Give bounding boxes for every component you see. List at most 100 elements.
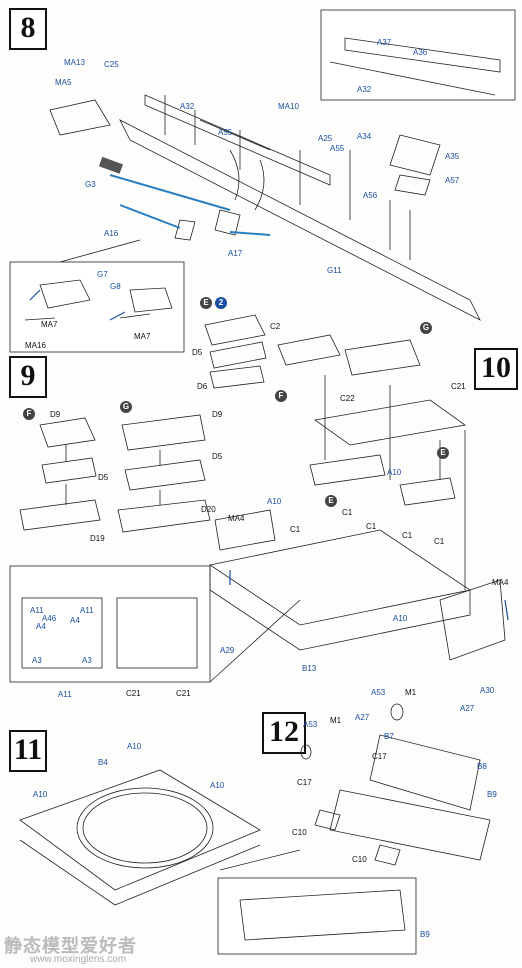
label-a3b: A3: [82, 656, 92, 665]
variant-badge-f-10: F: [275, 390, 287, 402]
label-ma7b: MA7: [134, 332, 151, 341]
label-ma7: MA7: [41, 320, 58, 329]
label-ma16: MA16: [25, 341, 46, 350]
turret-ring: [76, 787, 214, 869]
label-a17: A17: [228, 249, 243, 258]
label-m1: M1: [405, 688, 417, 697]
label-a10-11c: A10: [210, 781, 225, 790]
label-d9: D9: [50, 410, 61, 419]
label-g11: G11: [327, 266, 342, 275]
label-a30: A30: [480, 686, 495, 695]
variant-badge-e: E: [200, 297, 212, 309]
step-number-12: 12: [262, 712, 306, 754]
step-number-10: 10: [474, 348, 518, 390]
label-g8: G8: [110, 282, 121, 291]
label-c2: C2: [270, 322, 281, 331]
variant-badge-f: F: [23, 408, 35, 420]
label-c10: C10: [292, 828, 307, 837]
label-d5: D5: [192, 348, 203, 357]
label-c1-b: C1: [366, 522, 377, 531]
label-b13: B13: [302, 664, 317, 673]
label-a57: A57: [445, 176, 460, 185]
variant-badge-g-10: G: [420, 322, 432, 334]
label-a4b: A4: [70, 616, 80, 625]
label-a46: A46: [42, 614, 57, 623]
label-ma10: MA10: [278, 102, 299, 111]
label-c25: C25: [104, 60, 119, 69]
inset-step9: [9, 565, 211, 683]
label-ma4-10: MA4: [492, 578, 509, 587]
label-a27: A27: [460, 704, 475, 713]
label-d19: D19: [90, 534, 105, 543]
label-b9-inset: B9: [420, 930, 430, 939]
label-a10: A10: [267, 497, 282, 506]
label-a29: A29: [220, 646, 235, 655]
part-ma5: [49, 99, 111, 136]
label-d5b: D5: [98, 473, 109, 482]
label-g7: G7: [97, 270, 108, 279]
hull-rail-part: [119, 119, 481, 321]
label-c21-10: C21: [451, 382, 466, 391]
cable-a16: [119, 204, 181, 229]
part-g3-handle: [98, 156, 123, 174]
label-d20: D20: [201, 505, 216, 514]
label-a55: A55: [218, 128, 233, 137]
label-ma5: MA5: [55, 78, 72, 87]
variant-badge-g: G: [120, 401, 132, 413]
cable-a17: [229, 231, 271, 236]
label-b4: B4: [98, 758, 108, 767]
label-m1b: M1: [330, 716, 342, 725]
label-c1-d: C1: [434, 537, 445, 546]
label-a56: A56: [363, 191, 378, 200]
label-a10-11: A10: [127, 742, 142, 751]
watermark-url: www.moxinglens.com: [30, 954, 127, 965]
step-number-8: 8: [9, 8, 47, 50]
label-c21: C21: [126, 689, 141, 698]
label-a37: A37: [377, 38, 392, 47]
watermark-title: 静态模型爱好者: [4, 936, 137, 956]
label-g3: G3: [85, 180, 96, 189]
cable-g3: [109, 174, 231, 211]
plate-b9: [329, 789, 491, 861]
label-c22: C22: [340, 394, 355, 403]
hull-b13: [208, 529, 472, 626]
label-a10-10b: A10: [393, 614, 408, 623]
label-a11c: A11: [58, 690, 72, 699]
label-a25: A25: [318, 134, 333, 143]
label-c10b: C10: [352, 855, 367, 864]
watermark: 静态模型爱好者 www.moxinglens.com: [0, 928, 200, 968]
plate-b8: [369, 734, 481, 811]
label-c1-a: C1: [342, 508, 353, 517]
label-b9: B9: [487, 790, 497, 799]
label-c21b: C21: [176, 689, 191, 698]
label-a32-inset: A32: [357, 85, 372, 94]
label-ma13: MA13: [64, 58, 85, 67]
part-a35: [389, 134, 441, 176]
label-a11: A11: [30, 606, 44, 615]
label-c17: C17: [372, 752, 387, 761]
inset-step12: [217, 877, 417, 955]
part-a57: [394, 174, 431, 196]
label-d5c: D5: [212, 452, 223, 461]
label-a3: A3: [32, 656, 42, 665]
label-a27b: A27: [355, 713, 370, 722]
label-a10-11b: A10: [33, 790, 48, 799]
label-a35: A35: [445, 152, 460, 161]
label-ma4: MA4: [228, 514, 245, 523]
variant-badge-e-10b: E: [325, 495, 337, 507]
rail-a32: [144, 94, 331, 186]
label-a55b: A55: [330, 144, 345, 153]
label-a10-10: A10: [387, 468, 402, 477]
label-a32: A32: [180, 102, 195, 111]
label-b7: B7: [384, 732, 394, 741]
label-c1: C1: [290, 525, 301, 534]
step-number-9: 9: [9, 356, 47, 398]
label-b8: B8: [477, 762, 487, 771]
step-number-11: 11: [9, 730, 47, 772]
label-c1-c: C1: [402, 531, 413, 540]
inset-step8-left: [9, 261, 185, 353]
hull-b4: [19, 769, 261, 891]
variant-badge-e-10: E: [437, 447, 449, 459]
label-a53b: A53: [303, 720, 318, 729]
